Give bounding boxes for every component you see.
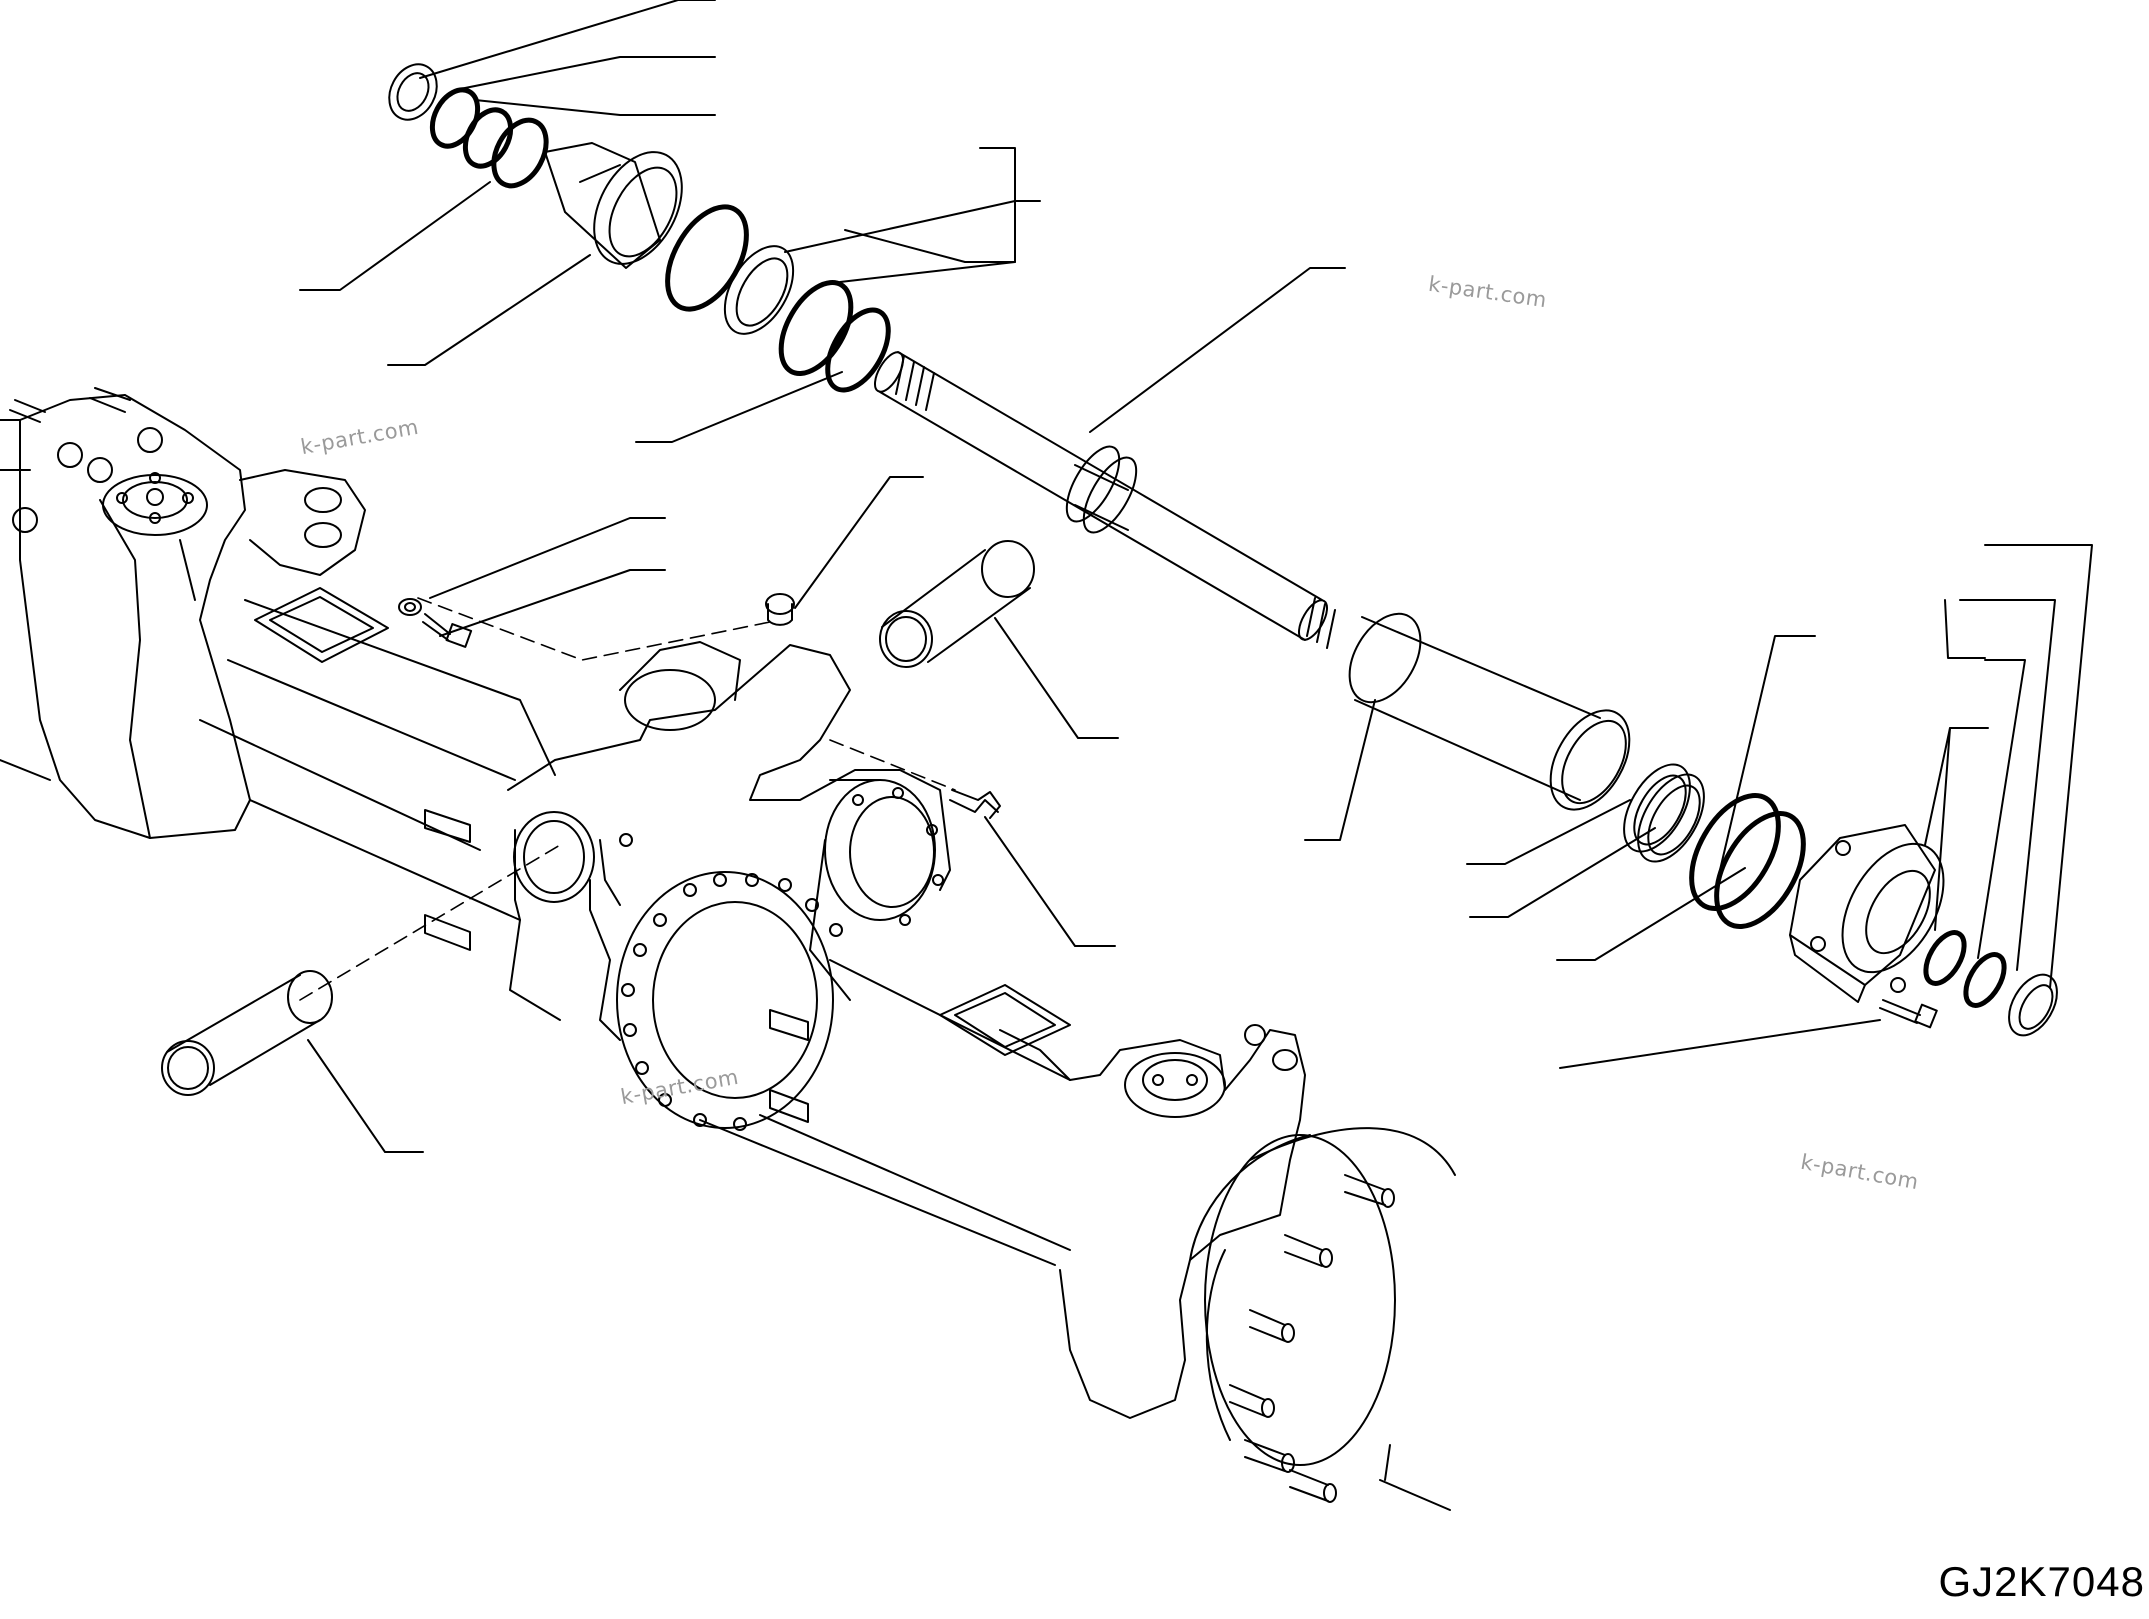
rear-bushing-sleeve: [1348, 612, 1631, 811]
rear-cap-bolt: [1879, 999, 1938, 1029]
rear-cap-housing: [1789, 824, 1945, 1003]
rear-o-ring-small: [1923, 930, 2007, 1008]
o-ring-rear-large: [1689, 793, 1806, 929]
axle-housing: [0, 387, 1456, 1511]
grease-plug: [765, 593, 795, 626]
bushing-upper: [879, 540, 1035, 668]
wheel-studs: [1229, 1174, 1395, 1503]
o-ring-large-2: [778, 279, 891, 393]
bolt-with-washer: [398, 598, 473, 648]
o-ring-large-1: [665, 204, 749, 312]
rear-end-ring: [2008, 973, 2058, 1037]
assembly-centerlines: [299, 597, 956, 1001]
o-ring-set-front: [429, 87, 549, 189]
drawing-code: GJ2K7048: [1938, 1558, 2145, 1605]
spacer-ring: [723, 245, 795, 335]
rear-washers: [1623, 763, 1705, 863]
leader-lines: [299, 0, 2093, 1153]
thrust-collar: [544, 142, 683, 269]
grease-fitting-nipple: [949, 789, 1001, 819]
bushing-lower: [161, 970, 333, 1096]
front-bushing-ring: [388, 63, 438, 121]
center-pin-shaft: [874, 351, 1336, 649]
